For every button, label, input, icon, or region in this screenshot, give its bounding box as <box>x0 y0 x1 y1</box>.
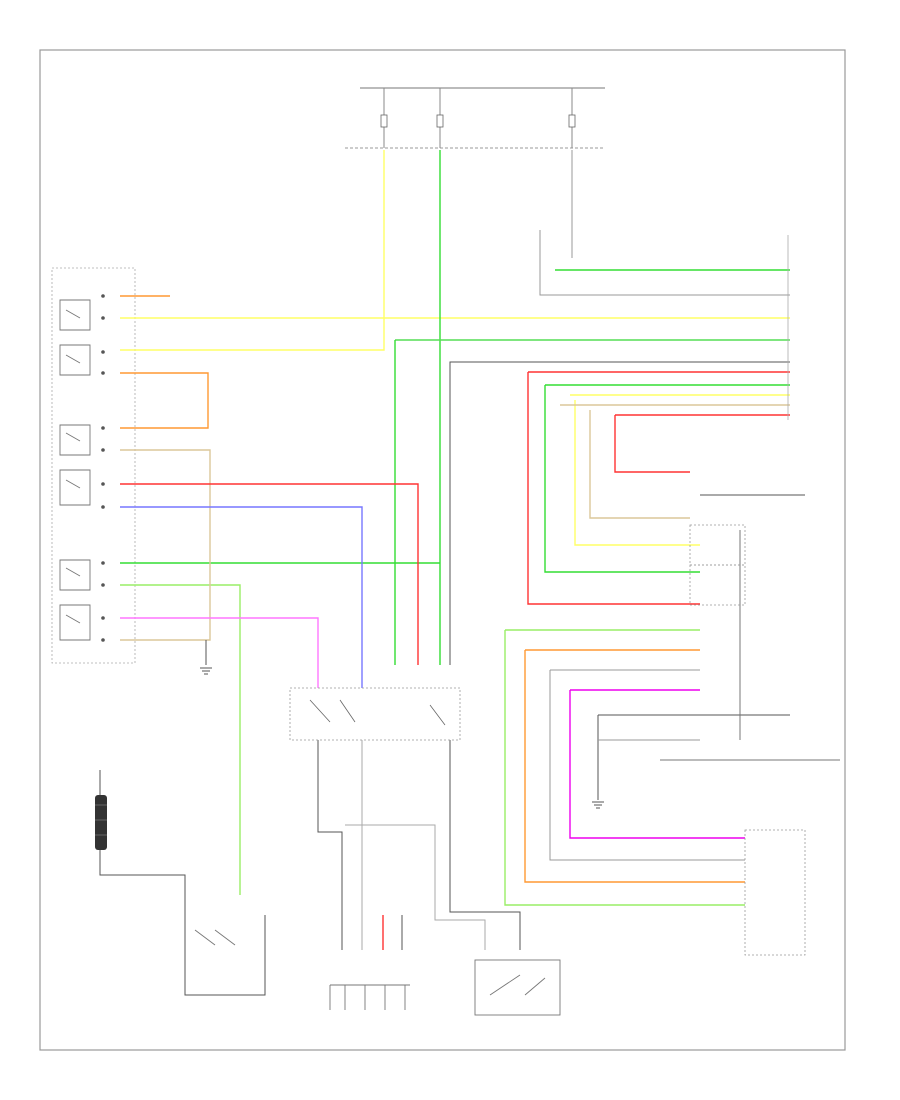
battery-icon <box>95 795 107 850</box>
connector-pin-icon <box>101 294 105 642</box>
relay-block-left <box>51 267 136 664</box>
power-bus-top <box>345 87 605 149</box>
bottom-switches <box>194 929 561 1016</box>
ground-icon <box>200 667 604 809</box>
fuse-icon <box>380 88 576 148</box>
relay-switch-icon <box>59 299 91 641</box>
wires <box>99 150 840 996</box>
center-module <box>289 687 461 741</box>
right-connectors <box>689 235 806 956</box>
diagram-frame <box>39 49 846 1051</box>
